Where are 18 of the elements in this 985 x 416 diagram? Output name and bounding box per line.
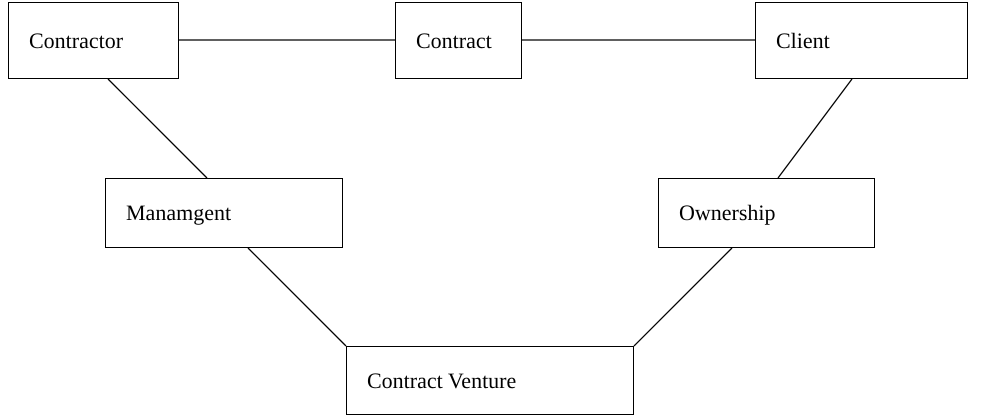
process-box [755, 2, 968, 79]
box-label: Contract Venture [367, 368, 516, 394]
box-label: Client [776, 28, 830, 54]
connector-line [777, 78, 853, 178]
connector-line [179, 39, 395, 41]
process-box [658, 178, 875, 248]
process-box [395, 2, 522, 79]
box-label: Manamgent [126, 200, 232, 226]
connector-line [634, 248, 732, 346]
box-label: Contractor [29, 28, 124, 54]
process-box [346, 346, 634, 415]
connector-line [108, 78, 208, 178]
box-label: Contract [416, 28, 492, 54]
connector-line [248, 248, 346, 346]
box-label: Ownership [679, 200, 776, 226]
process-box [8, 2, 179, 79]
process-box [105, 178, 343, 248]
connector-line [522, 39, 755, 41]
